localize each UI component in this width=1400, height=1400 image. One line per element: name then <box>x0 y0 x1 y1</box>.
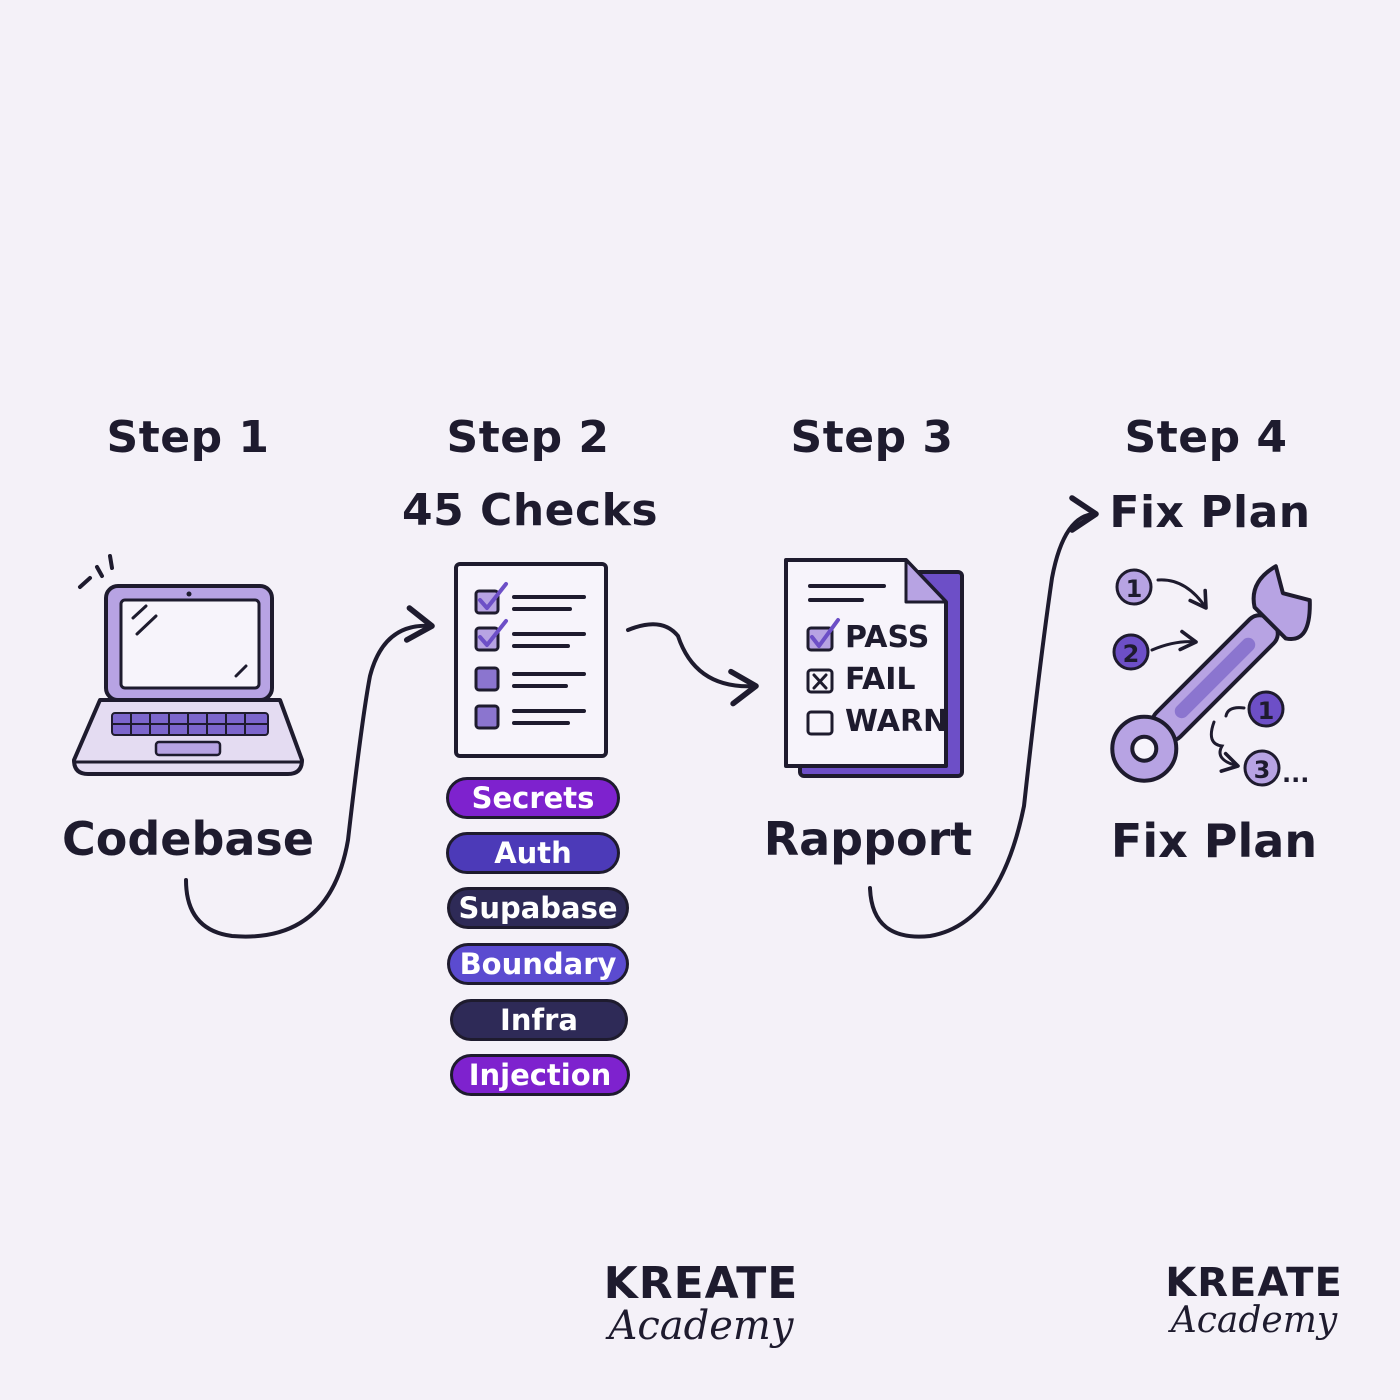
fix-marker-2: 2 <box>1112 633 1150 671</box>
marker-arrow-2 <box>1150 629 1198 652</box>
category-pill-supabase: Supabase <box>447 887 629 929</box>
logo-wordmark: KREATE <box>603 1258 799 1309</box>
svg-text:1: 1 <box>1126 575 1143 603</box>
laptop-icon <box>72 554 304 776</box>
logo-wordmark: KREATE <box>1165 1260 1343 1306</box>
checklist-icon <box>454 562 608 758</box>
step-4-heading: Step 4 <box>1124 412 1288 463</box>
step-3-label: Rapport <box>763 812 973 866</box>
fix-marker-ellipsis: ... <box>1282 760 1309 788</box>
category-pill-secrets: Secrets <box>446 777 620 819</box>
marker-arrow-3 <box>1224 706 1246 718</box>
marker-arrow-1 <box>1156 578 1208 610</box>
svg-text:3: 3 <box>1254 756 1271 784</box>
step-4-subheading: Fix Plan <box>1109 487 1311 538</box>
arrow-step2-to-step3 <box>626 622 759 707</box>
kreate-academy-logo-center: KREATE Academy <box>596 1258 806 1349</box>
logo-script: Academy <box>1170 1300 1338 1341</box>
marker-arrow-4 <box>1209 720 1240 773</box>
svg-text:2: 2 <box>1123 640 1140 668</box>
category-pill-auth: Auth <box>446 832 620 874</box>
step-2-subheading: 45 Checks <box>401 485 659 536</box>
logo-script: Academy <box>608 1303 794 1349</box>
fix-marker-1b: 1 <box>1247 690 1285 728</box>
report-pass-text: PASS <box>845 620 930 655</box>
step-1-label: Codebase <box>61 812 315 866</box>
arrow-step3-to-step4 <box>868 495 1099 939</box>
kreate-academy-logo-right: KREATE Academy <box>1158 1260 1350 1341</box>
svg-text:1: 1 <box>1258 697 1275 725</box>
report-icon <box>784 558 964 778</box>
wrench-icon <box>1110 564 1312 783</box>
category-pill-injection: Injection <box>450 1054 630 1096</box>
category-pill-infra: Infra <box>450 999 628 1041</box>
step-2-heading: Step 2 <box>446 412 610 463</box>
category-pill-boundary: Boundary <box>447 943 629 985</box>
report-warn-text: WARN <box>845 704 949 739</box>
step-4-label: Fix Plan <box>1110 814 1318 868</box>
fix-marker-3: 3 <box>1243 749 1281 787</box>
step-1-heading: Step 1 <box>106 412 270 463</box>
arrow-step1-to-step2 <box>184 605 435 939</box>
fix-marker-1: 1 <box>1115 568 1153 606</box>
report-fail-text: FAIL <box>845 662 916 697</box>
step-3-heading: Step 3 <box>790 412 954 463</box>
